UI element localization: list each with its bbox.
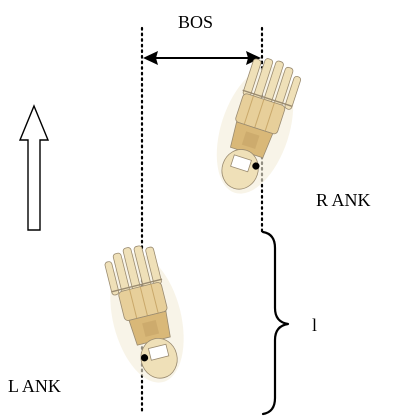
right-foot-icon [216,58,302,194]
left-foot-icon [104,245,184,383]
left-ankle-label: L ANK [8,376,61,396]
step-length-brace-icon [261,230,290,416]
right-ankle-label: R ANK [316,190,371,210]
bos-arrow-icon [143,51,261,65]
bos-label: BOS [178,12,213,32]
step-length-label: l [312,315,317,335]
walking-direction-arrow-icon [18,104,50,231]
